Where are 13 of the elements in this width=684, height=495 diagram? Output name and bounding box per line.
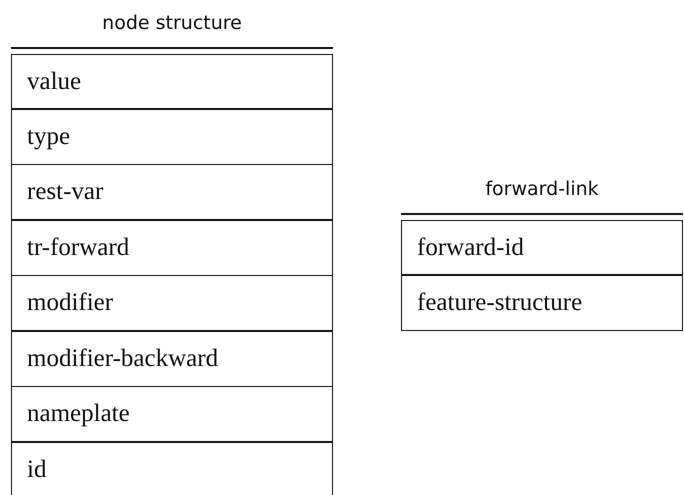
table-title: node structure (102, 12, 242, 34)
field-row: modifier (11, 274, 333, 332)
table-title: forward-link (485, 178, 599, 200)
field-row: feature-structure (401, 274, 683, 331)
field-row: nameplate (11, 386, 333, 442)
field-row: modifier-backward (11, 330, 333, 387)
field-row: rest-var (11, 164, 333, 220)
field-row: tr-forward (11, 219, 333, 276)
field-row: id (11, 441, 333, 495)
field-row: forward-id (401, 220, 683, 276)
field-row: value (11, 54, 333, 110)
field-row: type (11, 108, 333, 165)
record-table (11, 12, 333, 495)
